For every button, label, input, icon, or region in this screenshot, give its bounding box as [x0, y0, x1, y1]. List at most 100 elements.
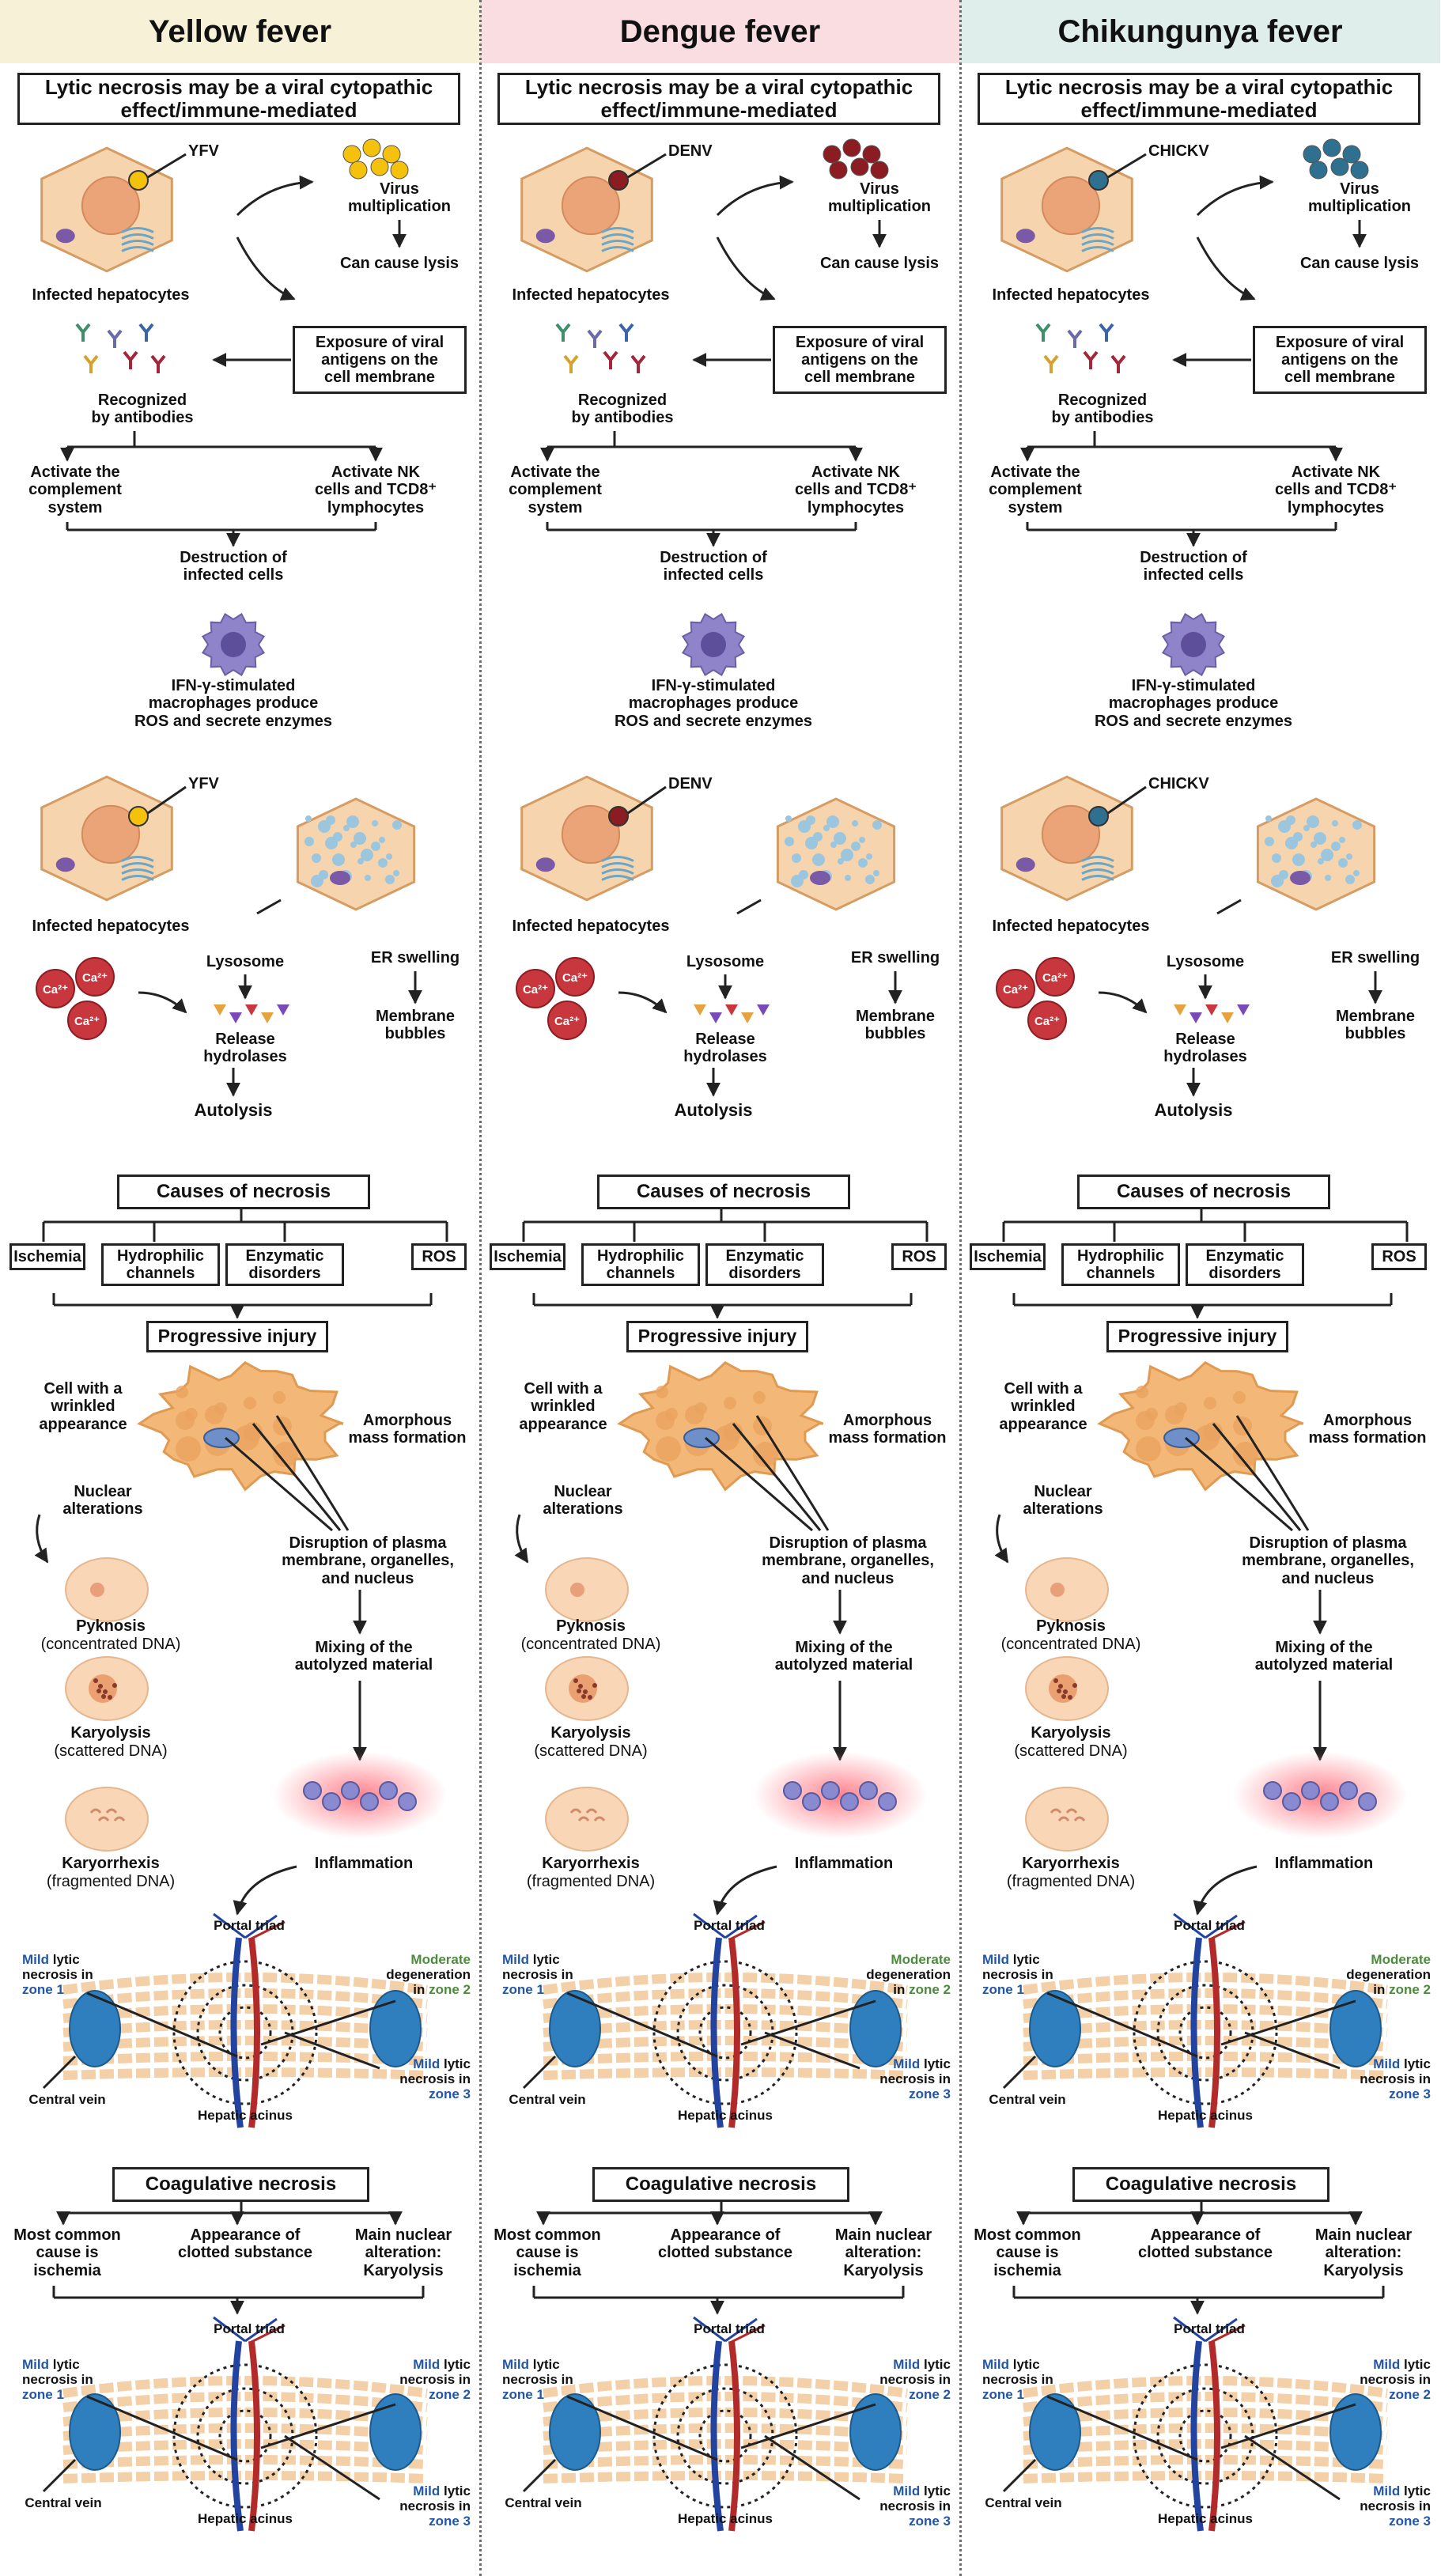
zone-name-text: zone 1 [982, 2387, 1024, 2403]
activate-complement-label: Activate the complement system [509, 463, 602, 516]
mixing-label: Mixing of the autolyzed material [1254, 1639, 1394, 1674]
left-2-zone-label: Mild lytic necrosis in zone 1 [502, 2357, 597, 2402]
bottom-right-zone-label: Mild lytic necrosis in zone 3 [1332, 2056, 1431, 2101]
portal-triad-label: Portal triad [1174, 1918, 1245, 1933]
zone-emphasis-text: Mild [893, 2056, 921, 2071]
karyorrhexis-cell-image [545, 1787, 629, 1852]
enzymatic-box: Enzymatic disorders [225, 1243, 344, 1286]
lysosome-label: Lysosome [1166, 953, 1245, 970]
virus-pointer-line-2 [147, 785, 187, 815]
pyknosis-label: Pyknosis [76, 1617, 146, 1635]
portal-triad-label-2: Portal triad [1174, 2321, 1245, 2336]
membrane-bubbles-label: Membrane bubbles [375, 1008, 456, 1043]
release-hydrolases-label: Release hydrolases [203, 1031, 287, 1066]
hepatic-acinus-image [62, 1912, 428, 2128]
ros-box: ROS [411, 1243, 467, 1270]
enzymatic-box: Enzymatic disorders [705, 1243, 824, 1286]
ifn-label: IFN-γ-stimulated macrophages produce ROS… [614, 677, 813, 730]
virus-particle-2 [608, 806, 629, 827]
coagulative-box: Coagulative necrosis [592, 2167, 849, 2202]
activate-nk-label: Activate NK cells and TCD8⁺ lymphocytes [1275, 463, 1397, 516]
zone-description-text: degeneration in [866, 1967, 951, 1998]
amorphous-label: Amorphous mass formation [348, 1412, 467, 1447]
karyorrhexis-sub-label: (fragmented DNA) [526, 1873, 656, 1890]
disruption-label: Disruption of plasma membrane, organelle… [1242, 1534, 1414, 1587]
zone-emphasis-text: Mild [893, 2357, 921, 2372]
zone2-pointer-2 [740, 2403, 876, 2449]
mixing-label: Mixing of the autolyzed material [774, 1639, 913, 1674]
zone-emphasis-text: Mild [413, 2483, 441, 2498]
zone-emphasis-text: Mild [893, 2483, 921, 2498]
zone-description-text: degeneration in [386, 1967, 471, 1998]
right-2-zone-label: Mild lytic necrosis in zone 2 [368, 2357, 471, 2402]
zone-emphasis-text: Mild [502, 1952, 529, 1967]
infected-hepatocyte-image [40, 146, 173, 273]
infected-hepatocyte-image-2 [1000, 775, 1133, 902]
zone3-pointer-2 [764, 2434, 860, 2501]
inflammation-image [1233, 1752, 1407, 1839]
virus-multiplication-label: Virus multiplication [828, 180, 931, 216]
hepatic-acinus-image [1023, 1912, 1388, 2128]
zone-name-text: zone 2 [909, 2387, 951, 2403]
zone-name-text: zone 3 [429, 2086, 471, 2102]
calcium-ions-image: Ca²⁺Ca²⁺Ca²⁺ [36, 957, 115, 1040]
zone-name-text: zone 2 [909, 1982, 951, 1998]
zone1-pointer-2 [86, 2395, 238, 2461]
autolysis-label: Autolysis [674, 1100, 753, 1120]
zone-description-text: lytic necrosis in [879, 2056, 951, 2087]
zone-emphasis-text: Moderate [410, 1952, 471, 1967]
swollen-cell-image [776, 797, 896, 911]
zone-emphasis-text: Moderate [891, 1952, 951, 1967]
hepatic-acinus-image-2 [1023, 2316, 1388, 2532]
karyorrhexis-sub-label: (fragmented DNA) [46, 1873, 176, 1890]
inflammation-label: Inflammation [314, 1855, 414, 1872]
zone-name-text: zone 2 [429, 2387, 471, 2403]
destruction-label: Destruction of infected cells [1140, 549, 1247, 584]
disruption-pointer-1 [225, 1436, 333, 1532]
activate-complement-label: Activate the complement system [28, 463, 122, 516]
disruption-label: Disruption of plasma membrane, organelle… [282, 1534, 454, 1587]
disruption-pointer-3 [1235, 1415, 1310, 1531]
pyknosis-sub-label: (concentrated DNA) [520, 1636, 661, 1653]
lysosome-pointer [736, 898, 762, 915]
arrow-to-exposure [1196, 236, 1256, 301]
virus-multiplication-label: Virus multiplication [1308, 180, 1411, 216]
hepatic-acinus-label: Hepatic acinus [1158, 2108, 1253, 2123]
swollen-cell-image [1256, 797, 1376, 911]
virus-cluster-image [823, 138, 889, 180]
progressive-box: Progressive injury [1106, 1321, 1288, 1352]
destruction-label: Destruction of infected cells [180, 549, 287, 584]
zone-description-text: lytic necrosis in [1360, 2056, 1431, 2087]
coagulative-box: Coagulative necrosis [112, 2167, 369, 2202]
ros-box: ROS [1371, 1243, 1427, 1270]
antibodies-image [1035, 323, 1126, 373]
arrow-ca-to-hydrolases [138, 991, 187, 1014]
karyolysis-sub-label: (scattered DNA) [1014, 1742, 1128, 1760]
infected-hepatocyte-image [1000, 146, 1133, 273]
inflammation-image [273, 1752, 447, 1839]
exposure-box: Exposure of viral antigens on the cell m… [773, 326, 947, 394]
coagulative-box: Coagulative necrosis [1072, 2167, 1329, 2202]
amorphous-label: Amorphous mass formation [828, 1412, 947, 1447]
virus-label-2: CHICKV [1148, 775, 1209, 792]
left-zone-label: Mild lytic necrosis in zone 1 [982, 1952, 1077, 1997]
er-swelling-label: ER swelling [370, 949, 460, 966]
left-zone-label: Mild lytic necrosis in zone 1 [502, 1952, 597, 1997]
virus-pointer-line [1107, 153, 1147, 179]
diagram-graphics: Ca²⁺Ca²⁺Ca²⁺ [514, 138, 929, 2532]
virus-label: DENV [668, 142, 713, 160]
zone-name-text: zone 1 [982, 1982, 1024, 1998]
svg-text:Ca²⁺: Ca²⁺ [562, 971, 588, 985]
exposure-box: Exposure of viral antigens on the cell m… [293, 326, 467, 394]
recognized-label: Recognized by antibodies [571, 392, 674, 427]
pyknosis-cell-image [1025, 1557, 1109, 1622]
zone2-pointer [1220, 1999, 1356, 2046]
zone2-pointer-2 [260, 2403, 396, 2449]
infected-hepatocyte-image [520, 146, 653, 273]
necrotic-cell-image [617, 1360, 824, 1492]
zone-emphasis-text: Mild [982, 2357, 1009, 2372]
activate-complement-label: Activate the complement system [989, 463, 1082, 516]
